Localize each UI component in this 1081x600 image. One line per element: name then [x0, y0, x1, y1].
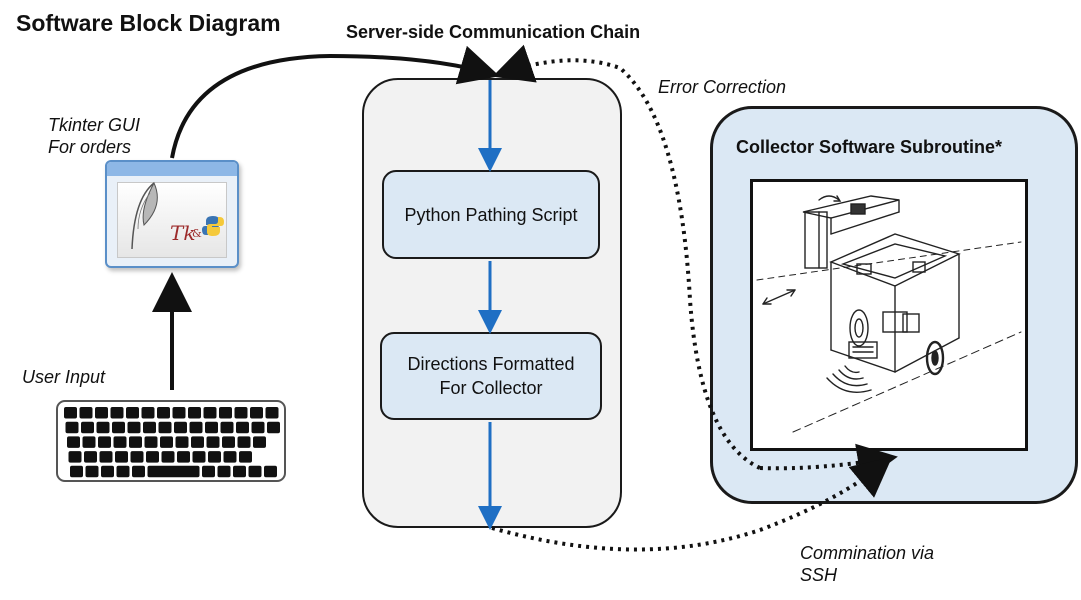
keyboard-key: [81, 421, 94, 434]
keyboard-key: [239, 451, 252, 463]
keyboard-key: [127, 421, 141, 434]
keyboard-key: [101, 465, 114, 478]
keyboard-key: [65, 421, 79, 434]
tkinter-logo-text: Tk: [170, 221, 196, 245]
keyboard-key: [158, 421, 172, 434]
keyboard-key: [205, 421, 218, 434]
keyboard-key: [175, 436, 189, 448]
keyboard-key: [82, 436, 96, 448]
keyboard-key: [220, 421, 234, 434]
keyboard-key: [110, 407, 124, 419]
keyboard-key: [99, 451, 113, 463]
keyboard-key: [237, 436, 251, 448]
keyboard-key: [112, 421, 125, 434]
keyboard-key: [234, 407, 248, 419]
keyboard-key: [95, 407, 108, 419]
keyboard-key: [236, 421, 249, 434]
collector-robot-sketch: [756, 195, 1022, 433]
keyboard-key: [250, 407, 263, 419]
keyboard-key: [157, 407, 170, 419]
keyboard-key: [85, 465, 99, 478]
keyboard-key: [192, 451, 206, 463]
keyboard-key: [202, 465, 215, 478]
tkinter-titlebar: [107, 162, 237, 176]
keyboard-key: [177, 451, 190, 463]
feather-icon: [131, 181, 158, 250]
keyboard-key: [172, 407, 186, 419]
pathing-script-box: Python Pathing Script: [382, 170, 600, 259]
python-logo-icon: [202, 216, 224, 236]
keyboard-key: [68, 451, 82, 463]
keyboard-key: [223, 451, 237, 463]
keyboard-key: [113, 436, 127, 448]
keyboard-key: [208, 451, 221, 463]
keyboard-key: [267, 421, 280, 434]
keyboard-key: [147, 465, 200, 478]
keyboard-key: [248, 465, 262, 478]
keyboard-key: [98, 436, 111, 448]
keyboard-key: [129, 436, 142, 448]
user-input-label: User Input: [22, 367, 106, 387]
keyboard-key: [79, 407, 93, 419]
keyboard-key: [70, 465, 83, 478]
gui-to-server-arrow: [170, 45, 500, 159]
collector-sketch-frame: [750, 179, 1028, 451]
tkinter-window-body: Tk &: [117, 181, 227, 258]
keyboard-key: [251, 421, 265, 434]
keyboard-key: [265, 407, 279, 419]
keyboard-key: [174, 421, 187, 434]
keyboard-key: [67, 436, 80, 448]
keyboard-key: [203, 407, 217, 419]
error-correction-label: Error Correction: [658, 77, 787, 97]
tkinter-logo-amp: &: [192, 227, 202, 240]
keyboard-key: [253, 436, 266, 448]
keyboard-key: [191, 436, 204, 448]
keyboard-key: [115, 451, 128, 463]
keyboard-key: [96, 421, 110, 434]
tkinter-label: Tkinter GUI For orders: [48, 115, 141, 157]
keyboard-key: [206, 436, 220, 448]
keyboard-key: [222, 436, 235, 448]
keyboard-key: [219, 407, 232, 419]
server-chain-title: Server-side Communication Chain: [346, 22, 641, 42]
keyboard-key: [188, 407, 201, 419]
error-correction-arrow: [492, 44, 761, 470]
keyboard-key: [84, 451, 97, 463]
keyboard-key: [217, 465, 231, 478]
keyboard-key: [160, 436, 173, 448]
keyboard-key: [143, 421, 156, 434]
collector-title: Collector Software Subroutine*: [736, 137, 1003, 157]
ssh-arrow: [491, 456, 893, 552]
keyboard-key: [264, 465, 277, 478]
keyboard-key: [141, 407, 155, 419]
collector-feedback-arrow: [759, 443, 898, 484]
keyboard-key: [132, 465, 145, 478]
directions-formatted-box: Directions Formatted For Collector: [380, 332, 602, 420]
keyboard-key: [116, 465, 130, 478]
keyboard-key: [146, 451, 159, 463]
keyboard-key: [189, 421, 203, 434]
tkinter-window-icon: Tk &: [105, 160, 239, 268]
keyboard-key: [126, 407, 139, 419]
keyboard-key: [233, 465, 246, 478]
keyboard-key: [64, 407, 77, 419]
keyboard-icon: [56, 400, 286, 482]
diagram-title: Software Block Diagram: [16, 10, 281, 36]
keyboard-key: [130, 451, 144, 463]
ssh-label: Commination via SSH: [800, 543, 935, 585]
keyboard-key: [161, 451, 175, 463]
keyboard-key: [144, 436, 158, 448]
